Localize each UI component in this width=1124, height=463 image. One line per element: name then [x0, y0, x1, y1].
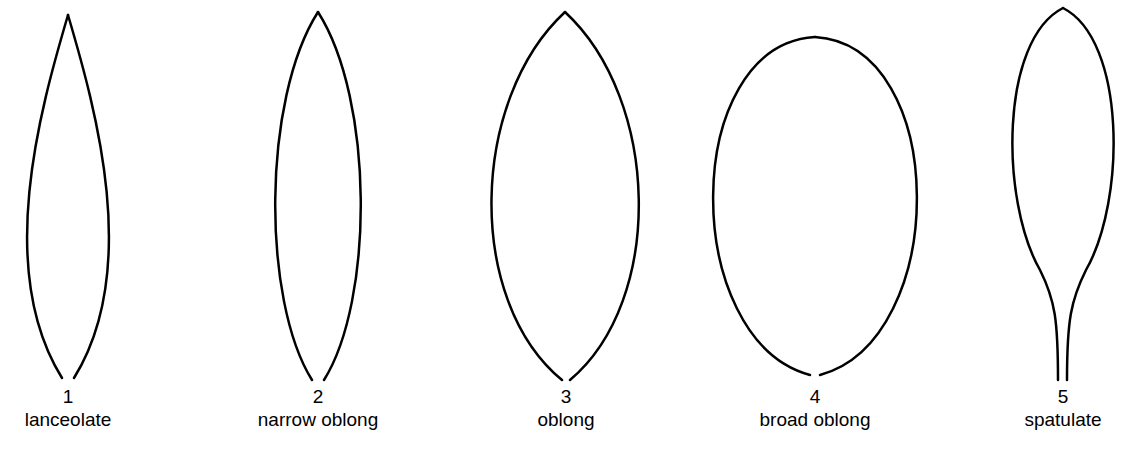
shape-name: spatulate [1024, 409, 1101, 431]
shape-number: 2 [313, 386, 324, 408]
narrow-oblong-outline [275, 12, 361, 380]
shape-name: broad oblong [760, 409, 871, 431]
shape-name: oblong [537, 409, 594, 431]
shape-number: 4 [810, 386, 821, 408]
shape-number: 1 [63, 386, 74, 408]
shape-name: narrow oblong [258, 409, 378, 431]
shape-name: lanceolate [25, 409, 112, 431]
spatulate-outline [1012, 8, 1113, 380]
shape-number: 3 [561, 386, 572, 408]
oblong-outline [491, 12, 638, 380]
shape-number: 5 [1058, 386, 1069, 408]
lanceolate-outline [27, 15, 109, 378]
broad-oblong-outline [713, 37, 917, 375]
